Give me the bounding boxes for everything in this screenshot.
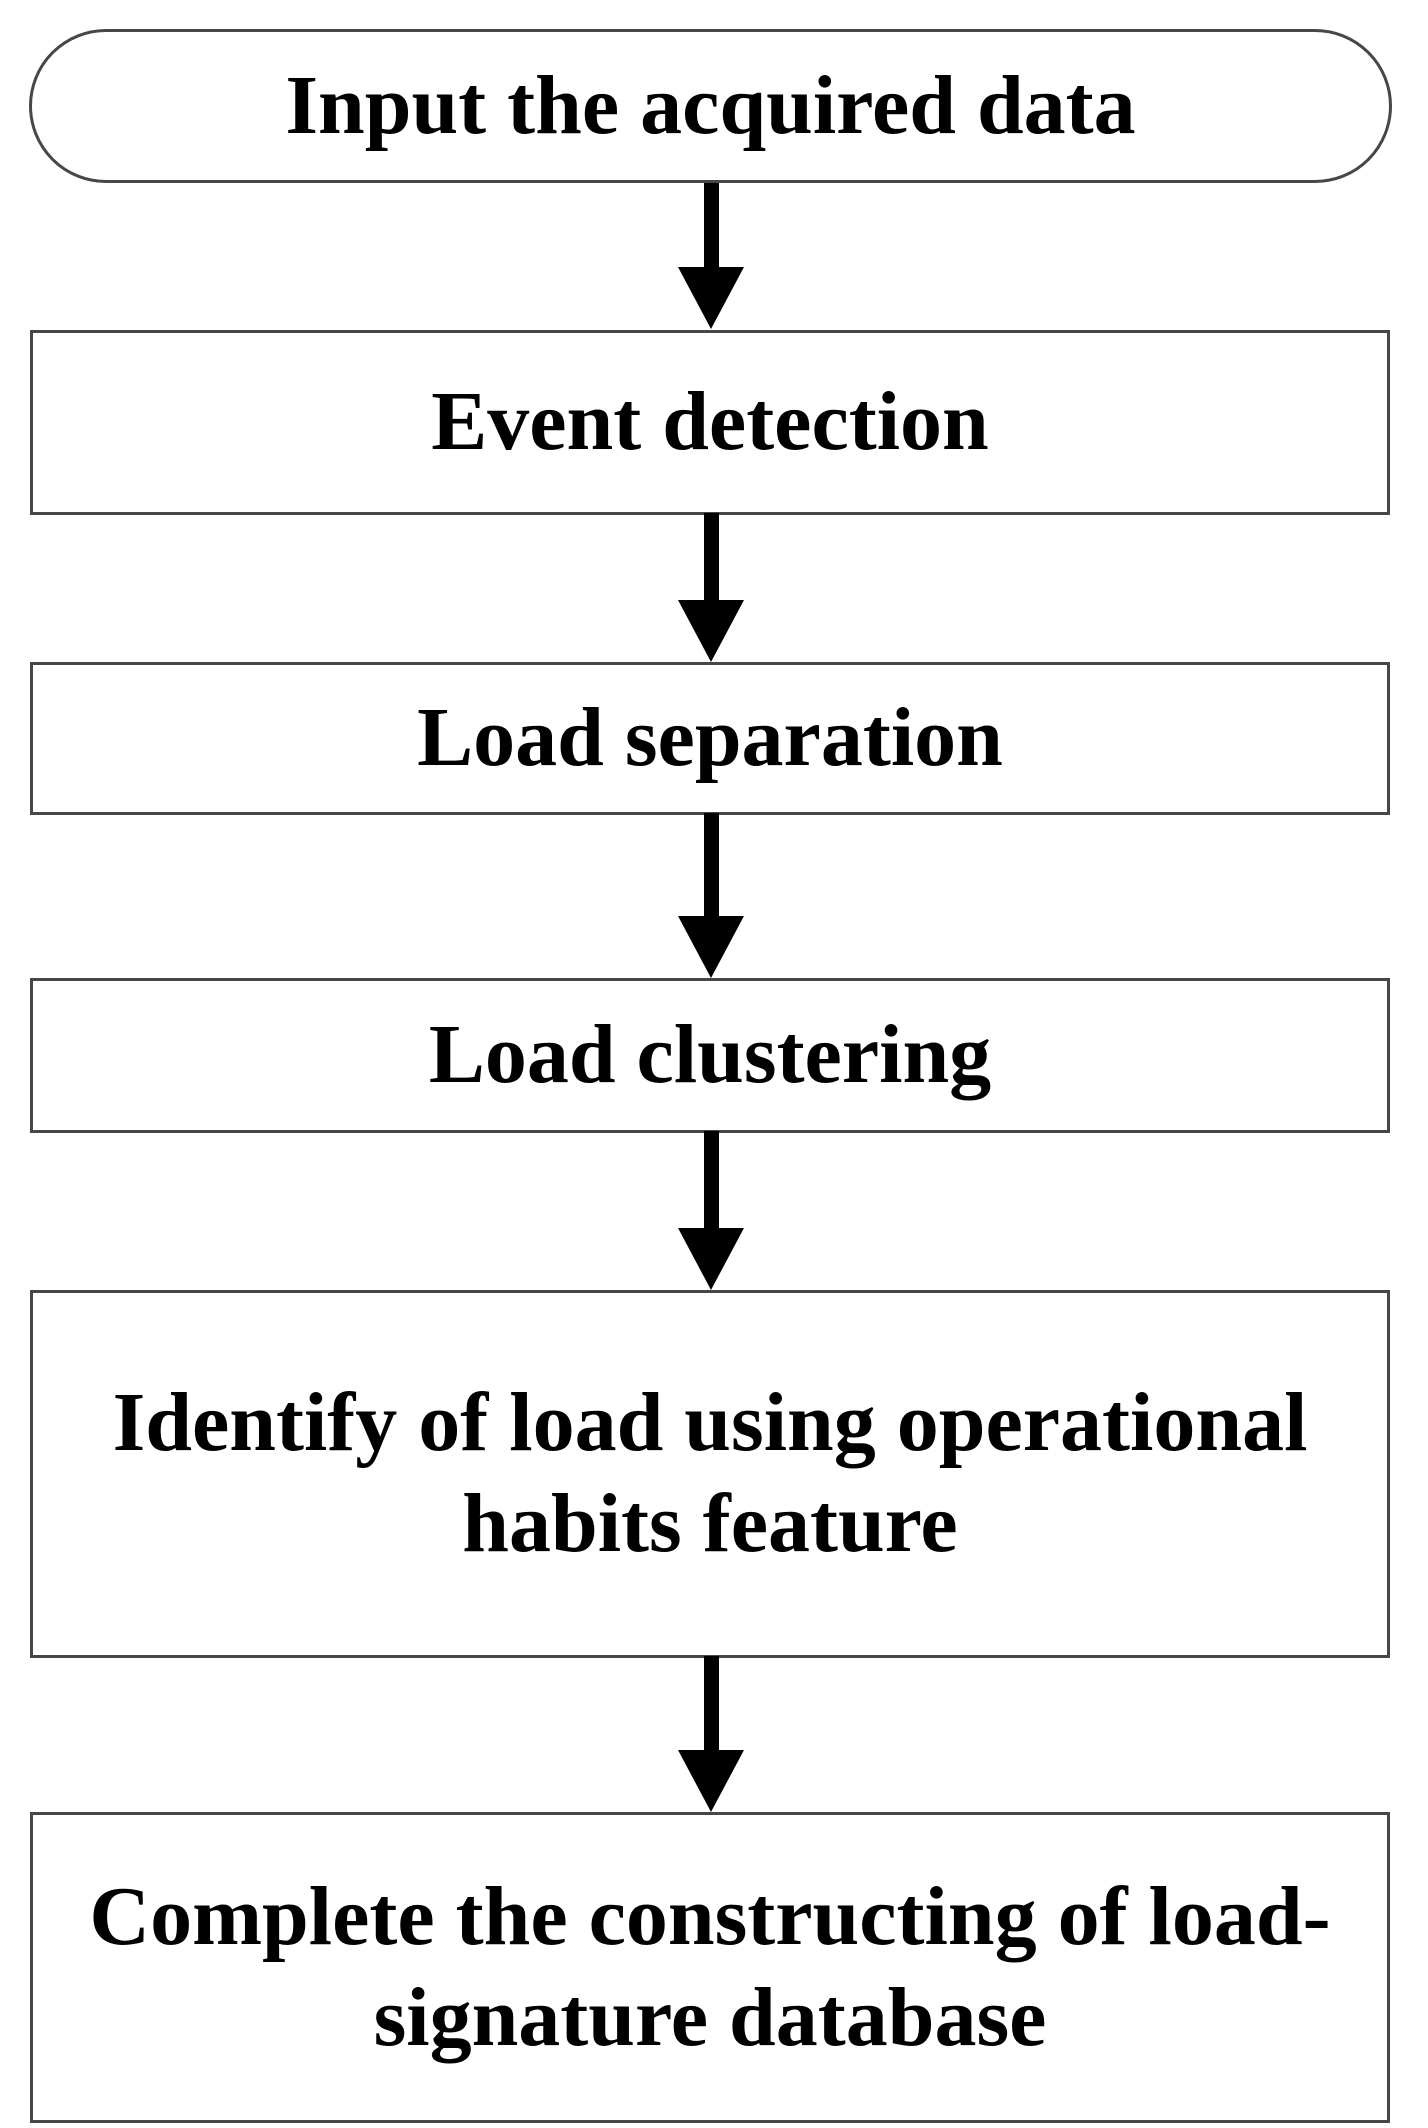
arrow-shaft	[704, 513, 719, 600]
flow-node-load-separation: Load separation	[30, 662, 1390, 815]
node-label: Load clustering	[428, 1008, 992, 1102]
arrow-shaft	[704, 183, 719, 267]
node-label: Event detection	[431, 375, 989, 469]
node-label-line-2: habits feature	[462, 1477, 958, 1570]
flow-node-signature-database: Complete the constructing of load- signa…	[30, 1812, 1390, 2123]
flow-node-input-data: Input the acquired data	[29, 29, 1392, 183]
arrow-head	[678, 267, 744, 329]
flow-node-identify-load: Identify of load using operational habit…	[30, 1290, 1390, 1658]
arrow-head	[678, 600, 744, 662]
flow-node-load-clustering: Load clustering	[30, 978, 1390, 1133]
node-label: Input the acquired data	[285, 58, 1136, 152]
arrow-head	[678, 1228, 744, 1290]
arrow-head	[678, 1750, 744, 1812]
node-label-line-1: Identify of load using operational	[112, 1376, 1308, 1470]
arrow-shaft	[704, 813, 719, 916]
arrow-shaft	[704, 1131, 719, 1228]
flow-node-event-detection: Event detection	[30, 330, 1390, 515]
node-label-line-2: signature database	[373, 1970, 1047, 2064]
arrow-shaft	[704, 1656, 719, 1750]
arrow-head	[678, 916, 744, 978]
node-label: Load separation	[417, 691, 1003, 785]
node-label-line-1: Complete the constructing of load-	[89, 1869, 1331, 1963]
